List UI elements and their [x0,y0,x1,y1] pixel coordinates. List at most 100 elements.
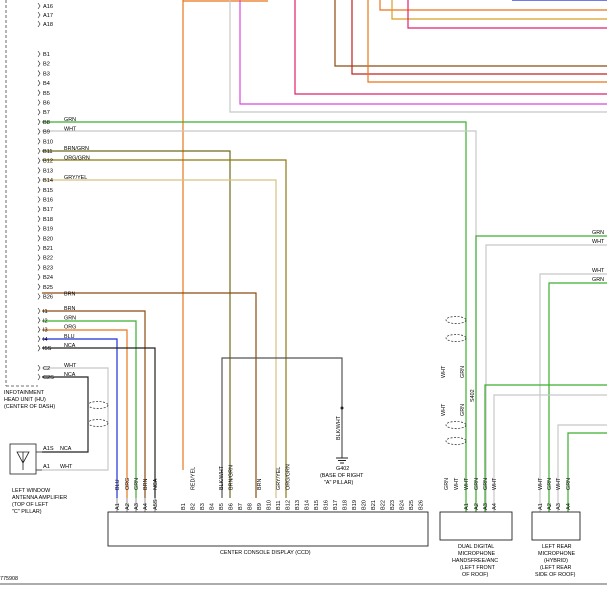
hu-pin-mark [37,176,41,184]
wire-grn-right2 [548,282,607,512]
hu-pin-mark [37,345,41,352]
ccd-wire-b6: BRN/GRN [229,465,235,490]
hu-pin-b10: B10 [43,139,53,145]
twist-label-wht-1: WHT [441,365,447,378]
mic-front-wire-a2: GRN [474,478,480,490]
mic-front-title-5: OF ROOF) [462,572,489,578]
hu-wire-labels: GRNWHTBRN/GRNORG/GRNGRY/YELBRNBRNGRNORGB… [64,117,90,378]
antenna-wire-nca: NCA [60,446,72,452]
hu-pin-b16: B16 [43,198,53,204]
hu-pin-c2s: C2S [43,375,54,381]
ccd-pin-b16: B16 [324,500,330,510]
hu-pin-mark [37,225,41,232]
hu-pin-b14: B14 [43,178,53,184]
hu-pin-mark [37,118,41,126]
hu-pin-mark [37,317,41,324]
hu-pin-mark [37,235,41,242]
hu-pin-a17: A17 [43,13,53,19]
antenna-amplifier: A1S A1 NCA WHT LEFT WINDOW ANTENNA AMPLI… [9,443,73,515]
hu-wire-label-b9: WHT [64,127,77,133]
wire-i1-brn [42,310,146,498]
ccd-wire-b5: BLK/WHT [219,465,225,490]
mic-front-pin-a4: A4 [492,503,498,510]
mic-front-wire-a4: WHT [492,477,498,490]
hu-pin-c2: C2 [43,366,50,372]
ccd-pin-b9: B9 [257,503,263,510]
antenna-pin-a1: A1 [43,464,50,470]
ccd-pin-a1: A1 [115,503,121,510]
ccd-pin-b6: B6 [229,503,235,510]
ground-title-3: "A" PILLAR) [324,480,353,486]
wire-gold [391,0,607,20]
wire-red-top [407,0,607,29]
hu-pin-b18: B18 [43,217,53,223]
hu-pin-mark [37,186,41,193]
hu-pin-mark [37,167,41,174]
hu-wire-label-i3: ORG [64,325,76,331]
hu-wire-label-b26: BRN [64,292,75,298]
hu-pin-mark [37,2,41,10]
hu-pin-b24: B24 [43,275,53,281]
ccd-wire-b2: RED/YEL [191,467,197,490]
wire-c2s-nca [42,376,89,453]
hu-title-line3: (CENTER OF DASH) [4,404,55,410]
ccd-pin-b1: B1 [181,503,187,510]
hu-pin-mark [37,254,41,261]
mic-front-title-1: DUAL DIGITAL [458,544,494,550]
wire-b14-gryyel [42,179,277,498]
top-wires [182,0,607,470]
ccd-pin-b5: B5 [219,503,225,510]
mic-front-wire-a3: GRN [483,478,489,490]
hu-pin-a18: A18 [43,22,53,28]
mic-wires [475,235,607,512]
wire-orange-right [379,0,607,11]
wire-wht-right1 [485,244,607,512]
hu-wire-label-i1: BRN [64,306,75,312]
mic-front-box [439,511,513,541]
mic-front-title-3: HANDSFREE/ANC [452,558,498,564]
ccd-pin-b7: B7 [238,503,244,510]
hu-pin-mark [37,206,41,213]
figure-id: 775908 [0,576,18,582]
ccd-wire-a1: BLU [115,479,121,490]
mic-rear-title-4: (LEFT REAR [540,565,571,571]
hu-pin-mark [37,373,41,381]
mic-front-pin-a2: A2 [474,503,480,510]
ccd-pin-b8: B8 [248,503,254,510]
hu-wire-label-c2: WHT [64,363,77,369]
wire-wht-right2 [539,273,607,512]
hu-pin-i4: I4 [43,337,48,343]
antenna-title-4: "C" PILLAR) [12,509,42,515]
hu-pin-b25: B25 [43,285,53,291]
hu-pin-a16: A16 [43,4,53,10]
antenna-icon [16,451,30,470]
hu-wire-label-i5s: NCA [64,343,76,349]
mic-rear-title-1: LEFT REAR [542,544,572,550]
hu-pin-mark [37,50,41,58]
right-label-wht-1: WHT [592,239,605,245]
hu-pin-b17: B17 [43,207,53,213]
ccd-pin-b22: B22 [381,500,387,510]
hu-pin-mark [37,138,41,145]
ccd-pin-b21: B21 [371,500,377,510]
hu-pin-b23: B23 [43,265,53,271]
hu-pin-b1: B1 [43,52,50,58]
ccd-wire-a5s: NCA [153,478,159,490]
mic-front-wire-extra: GRN [444,478,450,490]
twist-label-grn-2: GRN [460,404,466,416]
wire-wht-mic-a4 [493,394,607,512]
ccd-pin-b20: B20 [362,500,368,510]
ccd-pin-b4: B4 [210,503,216,510]
hu-pin-b8: B8 [43,120,50,126]
ccd-pin-b25: B25 [409,500,415,510]
hu-title-line2: HEAD UNIT (HU) [4,397,46,403]
twist-markers [87,316,467,445]
ccd-pin-b2: B2 [191,503,197,510]
hu-pin-mark [37,335,41,343]
ccd-pin-a4: A4 [143,503,149,510]
ccd-pin-a3: A3 [134,503,140,510]
ground-g402: BLK/WHT G402 (BASE OF RIGHT "A" PILLAR) [320,406,364,486]
hu-pin-b11: B11 [43,149,53,155]
